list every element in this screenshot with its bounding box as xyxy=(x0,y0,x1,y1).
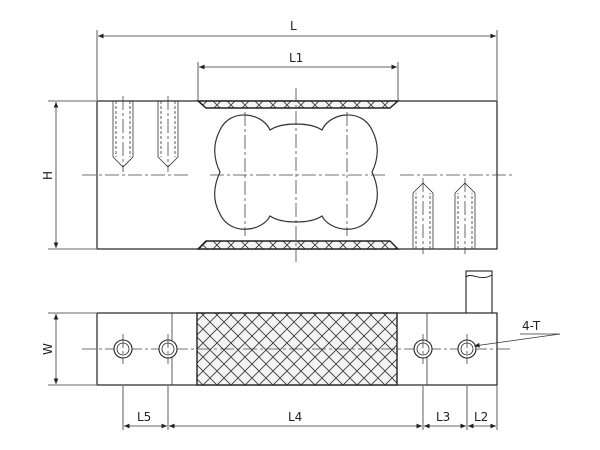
binocular-cutout xyxy=(214,114,378,230)
label-W: W xyxy=(41,343,55,355)
gauge-strip-top xyxy=(196,100,400,109)
label-H: H xyxy=(41,171,55,180)
gauge-strip-bottom xyxy=(196,240,400,250)
dimension-L1: L1 xyxy=(197,51,399,100)
dimension-H: H xyxy=(41,100,96,250)
dimension-chain: L5 L4 L3 L2 xyxy=(122,386,498,430)
dimension-L: L xyxy=(96,19,498,100)
label-L5: L5 xyxy=(137,410,151,424)
hole-callout: 4-T xyxy=(473,319,561,348)
cable xyxy=(465,270,493,317)
label-L2: L2 xyxy=(474,410,488,424)
label-L4: L4 xyxy=(288,410,302,424)
mount-hole-4 xyxy=(457,334,477,364)
threaded-hole-top-2 xyxy=(157,96,179,172)
threaded-hole-bottom-1 xyxy=(412,178,434,254)
dimension-W: W xyxy=(41,312,96,386)
threaded-hole-top-1 xyxy=(112,96,134,172)
front-view: L L1 H xyxy=(41,19,512,262)
threaded-hole-bottom-2 xyxy=(454,178,476,254)
mount-hole-3 xyxy=(413,334,433,364)
mount-hole-1 xyxy=(113,334,133,364)
label-L1: L1 xyxy=(289,51,303,65)
mount-hole-2 xyxy=(158,334,178,364)
label-hole-callout: 4-T xyxy=(522,319,541,333)
plan-view: 4-T W L5 L4 L3 L2 xyxy=(41,270,561,430)
label-L3: L3 xyxy=(436,410,450,424)
label-L: L xyxy=(290,19,297,33)
